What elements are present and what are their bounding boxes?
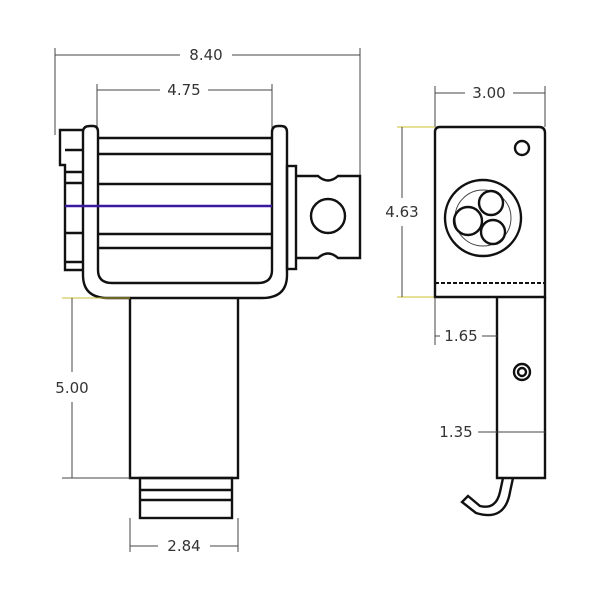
dimension-post-width: 2.84 <box>129 518 239 555</box>
dimension-drum-width: 4.75 <box>96 81 273 128</box>
dimension-label: 3.00 <box>472 84 505 102</box>
bracket-hole <box>309 197 347 235</box>
dimension-side-width: 3.00 <box>434 84 546 127</box>
left-flange <box>58 128 83 272</box>
side-plate <box>433 125 547 299</box>
drum <box>65 136 272 250</box>
mounting-post <box>128 298 240 520</box>
front-view: 8.40 4.75 <box>54 46 362 555</box>
drum-end <box>443 178 523 258</box>
dimension-post-height: 5.00 <box>55 297 130 479</box>
dimension-label: 8.40 <box>189 46 222 64</box>
dimension-label: 1.35 <box>439 423 472 441</box>
u-frame <box>81 124 289 300</box>
dimension-side-height: 4.63 <box>385 126 435 298</box>
dimension-arm-offset: 1.65 <box>434 297 497 345</box>
dimension-label: 5.00 <box>55 379 88 397</box>
dimension-label: 2.84 <box>167 537 200 555</box>
dimension-arm-width: 1.35 <box>439 423 545 441</box>
dimension-label: 1.65 <box>444 327 477 345</box>
handle-bracket <box>285 164 362 271</box>
dimension-label: 4.63 <box>385 203 418 221</box>
side-view: 3.00 4.63 1.65 <box>385 84 547 517</box>
side-arm <box>460 297 547 517</box>
dimension-overall-width: 8.40 <box>54 46 361 175</box>
mount-hole <box>513 139 531 157</box>
dimension-label: 4.75 <box>167 81 200 99</box>
